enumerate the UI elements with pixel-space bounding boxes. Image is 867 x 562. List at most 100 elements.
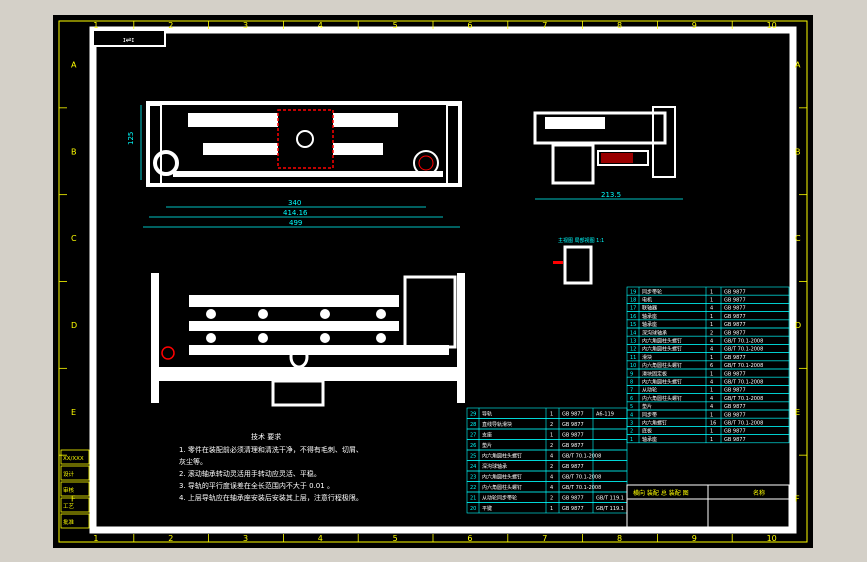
bom-right-index: 4 xyxy=(630,412,633,418)
col-label-bottom: 1 xyxy=(93,534,98,543)
bom-left-std: GB 9877 xyxy=(562,433,584,439)
bom-right-qty: 1 xyxy=(710,388,713,394)
bom-right-index: 6 xyxy=(630,396,633,402)
bom-left-std: GB 9877 xyxy=(562,496,584,502)
bom-left-std: GB 9877 xyxy=(562,412,584,418)
tech-line-5: 4. 上层导轨应在轴承座安装后安装其上层，注意行程极限。 xyxy=(179,493,363,502)
bom-right-std: GB 9877 xyxy=(724,412,746,418)
detail-view: 主视图 局部视图 1:1 xyxy=(553,237,604,285)
bom-left-index: 24 xyxy=(470,464,476,470)
left-strip-cell: 工艺 xyxy=(63,503,75,510)
bom-right-qty: 6 xyxy=(710,363,713,369)
bom-right-index: 16 xyxy=(630,314,636,320)
bom-right-qty: 1 xyxy=(710,429,713,435)
bom-left-qty: 4 xyxy=(550,454,553,460)
bom-right-std: GB 9877 xyxy=(724,306,746,312)
tech-line-3: 2. 滚动轴承转动灵活用手转动应灵活、平稳。 xyxy=(179,469,321,478)
bom-right-qty: 16 xyxy=(710,421,716,427)
bom-right-index: 3 xyxy=(630,421,633,427)
front-hole xyxy=(206,333,216,343)
bom-right-std: GB 9877 xyxy=(724,289,746,295)
bom-right-name: 底板 xyxy=(642,428,652,435)
bom-right-name: 轴承座 xyxy=(642,313,657,320)
bom-right-index: 7 xyxy=(630,388,633,394)
row-label-left: D xyxy=(71,321,77,330)
col-label-top: 2 xyxy=(168,21,173,30)
inner-frame xyxy=(89,26,797,534)
front-motor-block xyxy=(403,275,457,349)
technical-requirements: 技术 要求 1. 零件在装配前必须清理和清洗干净，不得有毛刺、切屑、 灰尘等。 … xyxy=(179,432,363,502)
bom-left-qty: 1 xyxy=(550,433,553,439)
bom-right-qty: 1 xyxy=(710,322,713,328)
front-hole xyxy=(258,309,268,319)
bom-right-index: 2 xyxy=(630,429,633,435)
dim-side: 213.5 xyxy=(601,191,621,199)
front-right-post xyxy=(457,273,465,403)
bom-right-std: GB 9877 xyxy=(724,404,746,410)
idler-bore xyxy=(418,155,434,171)
corner-tag-box xyxy=(92,29,166,47)
detail-part xyxy=(563,245,593,285)
side-bracket xyxy=(551,143,595,185)
bom-right-index: 10 xyxy=(630,363,636,369)
col-label-top: 1 xyxy=(93,21,98,30)
bom-right-index: 18 xyxy=(630,298,636,304)
col-label-bottom: 6 xyxy=(467,534,472,543)
side-end-plate xyxy=(652,106,676,178)
bom-right-name: 轴承座 xyxy=(642,436,657,443)
detail-label: 主视图 局部视图 1:1 xyxy=(558,237,604,244)
left-strip-cell: 审核 xyxy=(63,486,75,494)
corner-tag: ɪ⇌ɪ xyxy=(123,36,134,44)
tech-line-1: 1. 零件在装配前必须清理和清洗干净，不得有毛刺、切屑、 xyxy=(179,445,363,454)
front-hole xyxy=(320,309,330,319)
row-label-right: F xyxy=(795,495,800,504)
front-mid-rail xyxy=(189,321,399,331)
side-view: 213.5 xyxy=(533,106,683,200)
bom-left-qty: 2 xyxy=(550,496,553,502)
col-label-bottom: 10 xyxy=(767,534,777,543)
bom-left-name: 支座 xyxy=(482,432,492,439)
bom-right-index: 1 xyxy=(630,437,633,443)
bom-left-name: 内六角圆柱头螺钉 xyxy=(482,453,522,460)
col-label-top: 3 xyxy=(243,21,248,30)
col-label-bottom: 2 xyxy=(168,534,173,543)
front-slider xyxy=(289,345,309,369)
left-strip-cell: XX/XXX xyxy=(63,456,84,462)
bom-right-qty: 1 xyxy=(710,289,713,295)
front-foot xyxy=(271,379,325,407)
col-label-bottom: 9 xyxy=(692,534,697,543)
bom-left-index: 20 xyxy=(470,506,476,512)
bom-right-name: 内六角圆柱头螺钉 xyxy=(642,362,682,369)
coupling xyxy=(601,153,633,163)
bom-left-qty: 4 xyxy=(550,485,553,491)
bom-right-std: GB/T 70.1-2008 xyxy=(724,380,763,386)
bom-right-name: 垫片 xyxy=(642,403,652,410)
idler-pulley xyxy=(413,150,439,176)
bom-right-std: GB/T 70.1-2008 xyxy=(724,363,763,369)
bom-left-std: GB 9877 xyxy=(562,464,584,470)
bom-left-name: 导轨 xyxy=(482,411,492,418)
front-view xyxy=(151,273,465,407)
bom-left-qty: 2 xyxy=(550,464,553,470)
row-label-right: A xyxy=(795,60,801,69)
bom-left-std: GB/T 70.1-2008 xyxy=(562,454,601,460)
bom-right-qty: 4 xyxy=(710,380,713,386)
bom-left-qty: 2 xyxy=(550,443,553,449)
bom-right-index: 8 xyxy=(630,380,633,386)
bom-right-qty: 1 xyxy=(710,371,713,377)
outer-frame xyxy=(58,20,808,543)
bom-right-name: 同步带 xyxy=(642,412,657,418)
bom-right-name: 滑块固定板 xyxy=(642,370,667,377)
bom-right-name: 滑块 xyxy=(642,354,652,361)
bom-right-std: GB 9877 xyxy=(724,371,746,377)
tech-title: 技术 要求 xyxy=(251,432,281,441)
row-label-right: B xyxy=(795,147,801,156)
bom-right-index: 17 xyxy=(630,306,636,312)
front-low-rail xyxy=(189,345,449,355)
col-label-bottom: 8 xyxy=(617,534,622,543)
col-label-top: 7 xyxy=(542,21,547,30)
belt-line xyxy=(173,171,443,177)
dim-499: 499 xyxy=(289,219,302,227)
